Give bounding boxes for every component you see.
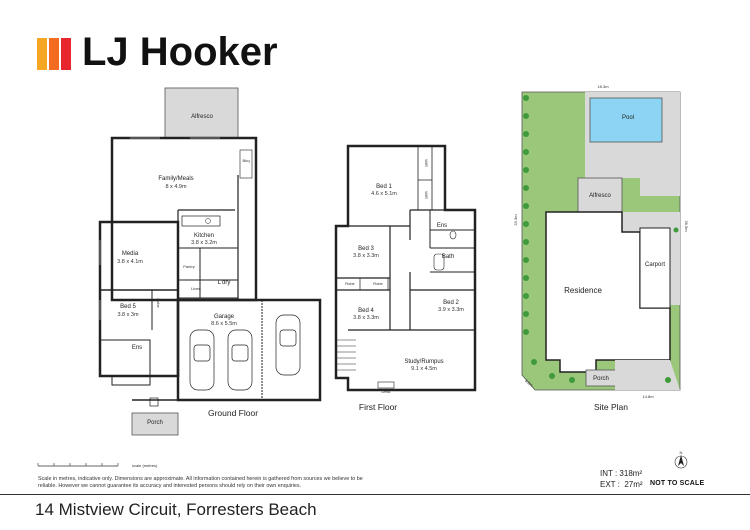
brand-logo-text: LJ Hooker xyxy=(82,30,278,74)
north-label: N xyxy=(680,450,683,455)
ff-ens-label: Ens xyxy=(437,223,447,229)
gf-family-dim: 8 x 4.9m xyxy=(165,184,187,190)
gf-ens-label: Ens xyxy=(132,345,142,351)
gf-ldry-label: L'dry xyxy=(218,280,231,286)
gf-linen-label: Linen xyxy=(191,286,201,291)
gf-media-label: Media xyxy=(122,251,139,257)
first-floor-title: First Floor xyxy=(359,402,397,412)
disclaimer-text: Scale in metres, indicative only. Dimens… xyxy=(38,476,363,489)
area-summary: INT : 318m² EXT : 27m² xyxy=(600,468,643,490)
ff-bath-label: Bath xyxy=(442,254,454,260)
gf-bbq-label: Bbq xyxy=(242,158,249,163)
gf-pantry-label: Pantry xyxy=(183,264,195,269)
not-to-scale-label: NOT TO SCALE xyxy=(650,480,705,487)
ff-wir-label: WIR xyxy=(424,159,429,167)
ext-area-row: EXT : 27m² xyxy=(600,479,643,490)
ff-robe1-label: Robe xyxy=(345,281,355,286)
ff-bed2-dim: 3.9 x 3.3m xyxy=(438,307,464,313)
site-dim-bottom: 14.8m xyxy=(642,394,654,399)
gf-kitchen-dim: 3.8 x 3.2m xyxy=(191,240,217,246)
site-residence-label: Residence xyxy=(564,286,602,295)
divider xyxy=(0,494,750,495)
ff-bed4-dim: 3.8 x 3.3m xyxy=(353,315,379,321)
ff-robe2-label: Robe xyxy=(373,281,383,286)
ff-wir2-label: WIR xyxy=(424,191,429,199)
site-dim-top: 18.3m xyxy=(597,84,609,89)
gf-alfresco-label: Alfresco xyxy=(191,114,213,120)
ext-area-label: EXT : xyxy=(600,480,620,489)
gf-robe-label: Robe xyxy=(156,298,161,308)
site-alfresco-label: Alfresco xyxy=(589,193,611,199)
int-area-label: INT : xyxy=(600,469,618,478)
ff-bed2-label: Bed 2 xyxy=(443,300,459,306)
ff-desk-label: Desk xyxy=(381,389,390,394)
scale-bar-caption: scale (metres) xyxy=(132,463,158,468)
site-pool-label: Pool xyxy=(622,115,634,121)
site-carport-label: Carport xyxy=(645,262,665,268)
site-porch-label: Porch xyxy=(593,376,609,382)
ff-study-dim: 9.1 x 4.5m xyxy=(411,366,437,372)
gf-garage-dim: 8.6 x 5.5m xyxy=(211,321,237,327)
gf-kitchen-label: Kitchen xyxy=(194,233,214,239)
ff-study-label: Study/Rumpus xyxy=(404,359,443,365)
floor-plans: Alfresco Family/Meals 8 x 4.9m Kitchen 3… xyxy=(37,84,689,469)
gf-bed5-dim: 3.8 x 3m xyxy=(117,312,139,318)
ff-bed1-dim: 4.6 x 5.1m xyxy=(371,191,397,197)
gf-media-dim: 3.8 x 4.1m xyxy=(117,259,143,265)
site-dim-left: 33.3m xyxy=(513,214,518,226)
site-dim-corner: 5.8m xyxy=(524,378,535,388)
first-floor-plan xyxy=(334,144,477,392)
ff-bed3-dim: 3.8 x 3.3m xyxy=(353,253,379,259)
ground-floor-plan xyxy=(98,87,322,436)
ff-bed3-label: Bed 3 xyxy=(358,246,374,252)
site-plan-title: Site Plan xyxy=(594,402,628,412)
site-dim-right: 36.5m xyxy=(684,220,689,232)
ground-floor-title: Ground Floor xyxy=(208,408,258,418)
gf-garage-label: Garage xyxy=(214,314,235,320)
brand-logo-bars xyxy=(37,38,71,70)
ff-bed4-label: Bed 4 xyxy=(358,308,374,314)
north-arrow: N xyxy=(674,450,688,469)
int-area-row: INT : 318m² xyxy=(600,468,643,479)
room-labels: Alfresco Family/Meals 8 x 4.9m Kitchen 3… xyxy=(117,84,689,426)
property-address: 14 Mistview Circuit, Forresters Beach xyxy=(35,500,317,519)
scale-bar: scale (metres) xyxy=(37,463,158,468)
site-plan-drawing xyxy=(521,91,681,391)
gf-alfresco-area xyxy=(164,87,239,139)
gf-porch-label: Porch xyxy=(147,420,163,426)
int-area-value: 318m² xyxy=(619,469,643,478)
ff-bed1-label: Bed 1 xyxy=(376,184,392,190)
gf-family-label: Family/Meals xyxy=(158,176,193,182)
ext-area-value: 27m² xyxy=(624,480,643,489)
gf-bed5-label: Bed 5 xyxy=(120,304,136,310)
